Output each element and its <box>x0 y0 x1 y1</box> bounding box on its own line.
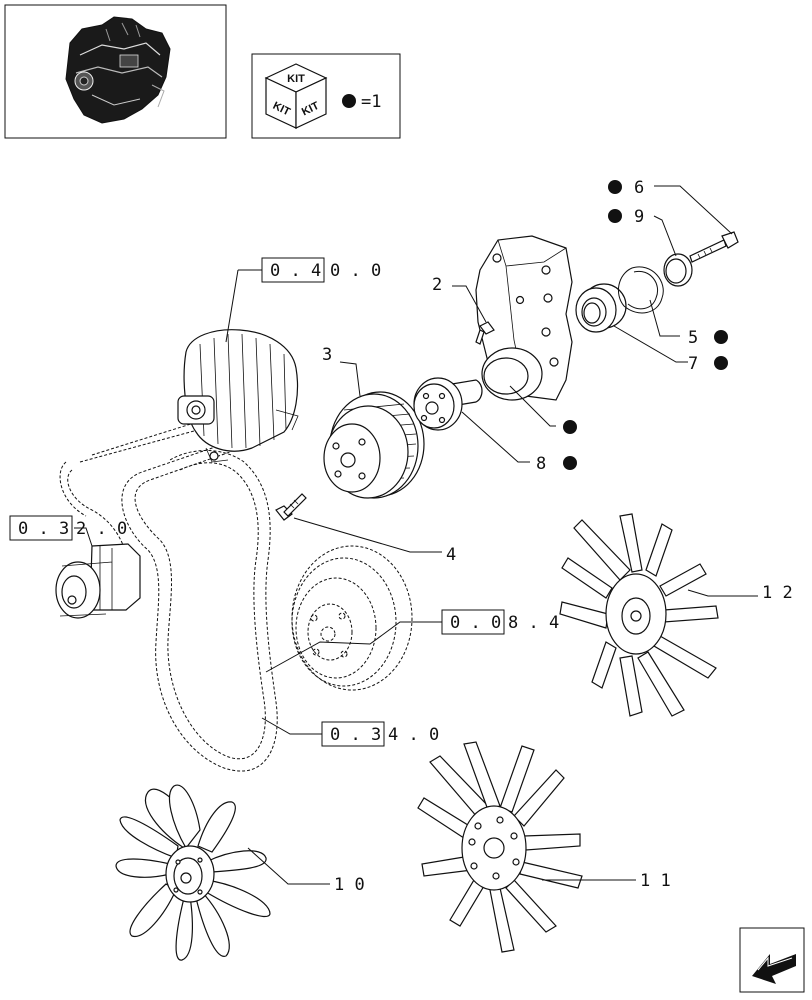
arrow-navigation-icon[interactable] <box>739 927 805 993</box>
kit-dot-6 <box>608 180 622 194</box>
kit-box-top-label: KIT <box>287 73 305 85</box>
pulley-3 <box>323 391 425 499</box>
callout-3: 3 <box>322 345 332 365</box>
reference-damper-boxed: 0 . 0 <box>450 613 501 633</box>
reference-alternator-boxed: 0 . 4 <box>270 261 321 281</box>
leader-10 <box>247 847 330 885</box>
fan-11 <box>417 741 583 953</box>
leader-2 <box>452 285 487 323</box>
alternator <box>177 329 299 463</box>
engine-thumbnail <box>4 4 227 139</box>
callouts: 2 3 4 5 6 7 8 9 1 0 1 1 1 2 <box>322 178 793 895</box>
callout-6: 6 <box>634 178 644 198</box>
leader-ref-belt <box>261 717 322 735</box>
filled-dot-icon <box>342 94 356 108</box>
callout-12: 1 2 <box>762 583 793 603</box>
support-bracket <box>475 235 573 401</box>
leader-9 <box>653 215 677 257</box>
fan-10 <box>115 784 271 961</box>
leader-3 <box>339 361 361 397</box>
leader-ref-damper <box>265 621 442 673</box>
callout-4: 4 <box>446 545 456 565</box>
leader-lines <box>74 185 758 885</box>
hub-8 <box>413 377 483 431</box>
leader-12 <box>687 589 758 597</box>
reference-belt-boxed: 0 . 3 <box>330 725 381 745</box>
kit-legend: KIT KIT KIT =1 <box>251 53 401 139</box>
reference-damper[interactable]: 0 . 0 8 . 4 <box>441 609 559 635</box>
leader-5 <box>649 299 680 337</box>
leader-8-hub <box>461 411 530 463</box>
bearing-7 <box>575 283 627 333</box>
leader-4 <box>293 517 442 553</box>
callout-5: 5 <box>688 328 698 348</box>
snap-ring-5 <box>617 266 664 314</box>
leader-6 <box>654 185 733 235</box>
callout-9: 9 <box>634 207 644 227</box>
callout-7: 7 <box>688 354 698 374</box>
callout-11: 1 1 <box>640 871 671 891</box>
reference-alternator[interactable]: 0 . 4 0 . 0 <box>261 257 381 283</box>
kit-dot-9 <box>608 209 622 223</box>
leader-7 <box>613 325 688 363</box>
bolt-2 <box>475 321 495 345</box>
crankshaft-damper <box>291 545 413 691</box>
leader-8-bracket <box>509 385 556 427</box>
kit-box-icon: KIT KIT KIT <box>264 63 328 129</box>
kit-dot-bracket <box>563 420 577 434</box>
callout-10: 1 0 <box>334 875 365 895</box>
leader-ref-alternator <box>225 269 262 343</box>
fan-12 <box>559 513 719 717</box>
washer-9 <box>663 253 693 287</box>
reference-damper-rest: 8 . 4 <box>508 613 559 633</box>
reference-belt[interactable]: 0 . 3 4 . 0 <box>321 721 439 747</box>
reference-belt-rest: 4 . 0 <box>388 725 439 745</box>
kit-dot-8 <box>563 456 577 470</box>
water-pump <box>55 543 141 619</box>
kit-equals-label: =1 <box>361 92 381 112</box>
reference-alternator-rest: 0 . 0 <box>330 261 381 281</box>
reference-water-pump[interactable]: 0 . 3 2 . 0 <box>9 515 127 541</box>
drive-belt <box>59 416 278 772</box>
engine-icon <box>65 16 171 124</box>
bolt-4 <box>275 493 307 521</box>
reference-water-pump-boxed: 0 . 3 <box>18 519 69 539</box>
kit-dot-7 <box>714 356 728 370</box>
callout-2: 2 <box>432 275 442 295</box>
leader-ref-water-pump <box>74 527 93 547</box>
callout-8: 8 <box>536 454 546 474</box>
kit-dot-5 <box>714 330 728 344</box>
reference-water-pump-rest: 2 . 0 <box>76 519 127 539</box>
bolt-6 <box>689 231 739 263</box>
